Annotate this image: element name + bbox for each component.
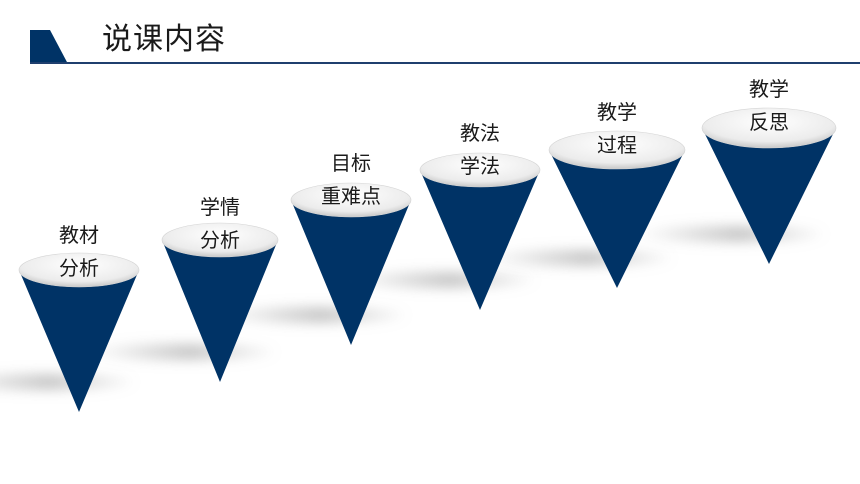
cone-body [549,150,685,288]
cone-shadow [634,226,824,242]
cone-label: 目标重难点 [286,147,416,213]
cone-label: 教材分析 [14,219,144,285]
cone-label-line: 目标 [331,151,371,175]
cone-body [420,170,540,310]
cone-body [162,240,278,382]
cone-shadow [482,250,672,266]
cone-label-line: 教学 [749,77,789,101]
cone-top [419,152,541,188]
cone-label-line: 分析 [59,256,99,280]
cone-top [701,107,837,149]
cone-label-line: 重难点 [321,184,381,208]
cone-label-line: 反思 [749,110,789,134]
cone-label-line: 分析 [200,228,240,252]
cone-label-line: 过程 [597,133,637,157]
cone-body [702,128,836,264]
cone-label-line: 教学 [597,100,637,124]
cone-body [291,200,411,345]
cone-top [18,252,140,288]
page-title: 说课内容 [102,22,226,57]
cone-label-line: 教材 [59,223,99,247]
cone-label-line: 学法 [460,154,500,178]
cone-body [19,270,139,412]
cone-label: 学情分析 [155,191,285,257]
header-accent-shape [30,30,68,64]
cone-top [161,222,279,258]
cone-label: 教学过程 [552,96,682,162]
cone-shadow [85,344,275,360]
cone-label: 教学反思 [704,73,834,139]
cone-label: 教法学法 [415,117,545,183]
cone-top [290,182,412,218]
cone-top [548,130,686,170]
cone-label-line: 学情 [200,195,240,219]
header-divider [30,62,860,64]
cone-label-line: 教法 [460,121,500,145]
